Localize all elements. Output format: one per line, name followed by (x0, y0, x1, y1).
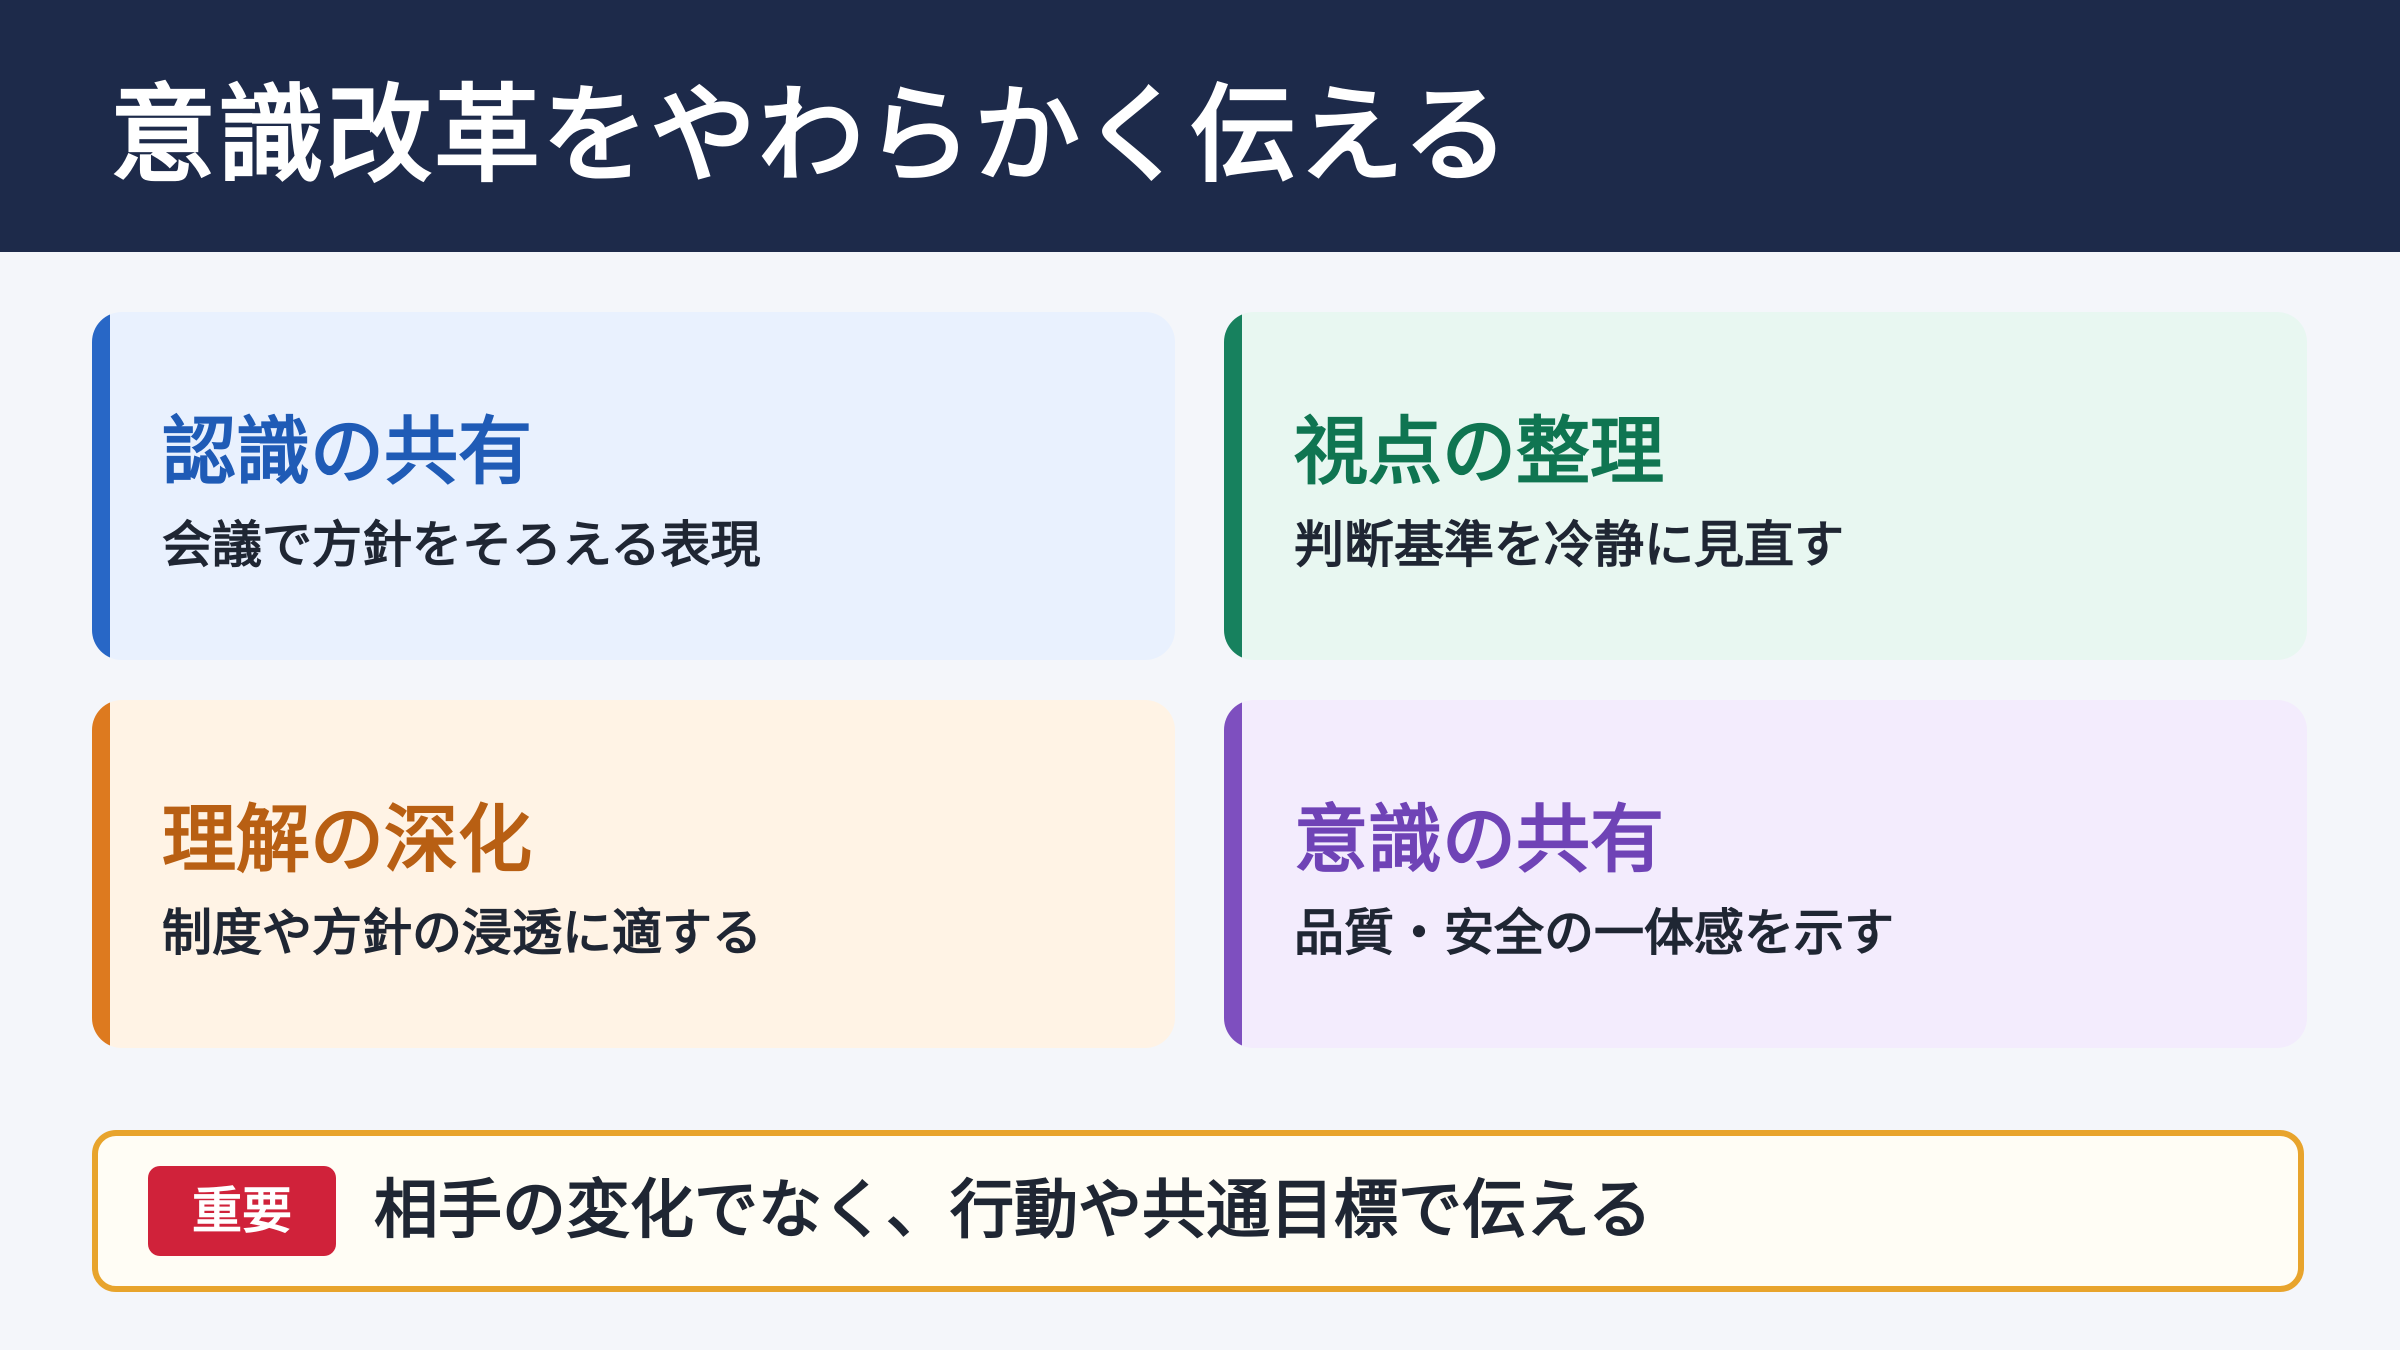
important-text: 相手の変化でなく、行動や共通目標で伝える (374, 1174, 1653, 1248)
card-awareness-sharing: 認識の共有 会議で方針をそろえる表現 (92, 312, 1175, 660)
card-accent-bar (1224, 700, 1242, 1048)
page-title: 意識改革をやわらかく伝える (110, 74, 1511, 197)
important-badge: 重要 (148, 1166, 336, 1256)
card-accent-bar (92, 700, 110, 1048)
card-description: 品質・安全の一体感を示す (1294, 904, 1894, 962)
card-consciousness-sharing: 意識の共有 品質・安全の一体感を示す (1224, 700, 2307, 1048)
header-bar: 意識改革をやわらかく伝える (0, 0, 2400, 252)
card-accent-bar (92, 312, 110, 660)
card-title: 視点の整理 (1294, 409, 1664, 495)
important-callout: 重要 相手の変化でなく、行動や共通目標で伝える (92, 1130, 2304, 1292)
card-accent-bar (1224, 312, 1242, 660)
card-understanding-deepening: 理解の深化 制度や方針の浸透に適する (92, 700, 1175, 1048)
card-description: 会議で方針をそろえる表現 (162, 516, 761, 574)
card-description: 制度や方針の浸透に適する (162, 904, 762, 962)
card-title: 理解の深化 (162, 797, 532, 883)
card-title: 認識の共有 (162, 409, 532, 495)
card-description: 判断基準を冷静に見直す (1294, 516, 1844, 574)
card-title: 意識の共有 (1294, 797, 1664, 883)
card-perspective-organizing: 視点の整理 判断基準を冷静に見直す (1224, 312, 2307, 660)
